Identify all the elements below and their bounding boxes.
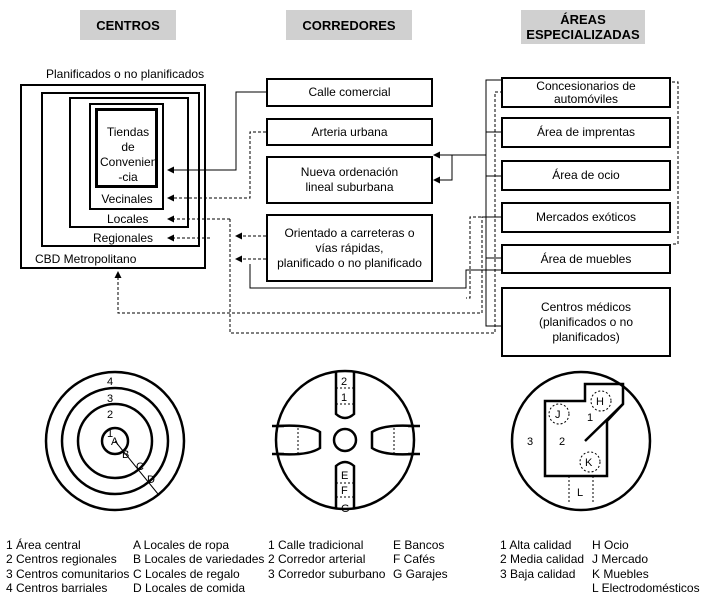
area-label-k: K <box>585 457 593 469</box>
legend-item: D Locales de comida <box>133 580 246 595</box>
legend-item: J Mercado <box>592 552 649 567</box>
legend-item: 1 Alta calidad <box>500 538 572 552</box>
legend-item: H Ocio <box>592 538 629 552</box>
header-areas-especializadas: ÁREAS ESPECIALIZADAS <box>521 10 645 44</box>
corredor-orientado-carreteras: Orientado a carreteras o vías rápidas, p… <box>266 214 433 282</box>
area-muebles: Área de muebles <box>501 244 671 274</box>
area-imprentas: Área de imprentas <box>501 117 671 148</box>
sector-label-b: B <box>122 449 129 461</box>
legend-item: 2 Media calidad <box>500 552 585 567</box>
corridor-label-2: 2 <box>341 376 347 388</box>
legend-item: 1 Área central <box>6 538 81 552</box>
corredor-calle-comercial: Calle comercial <box>266 78 433 107</box>
area-concesionarios: Concesionarios de automóviles <box>501 77 671 108</box>
link-concesionarios <box>672 81 679 245</box>
ring-label-1: 1 <box>107 428 113 440</box>
header-centros: CENTROS <box>80 10 176 40</box>
ring-label-2: 2 <box>107 409 113 421</box>
legend-item: 4 Centros barriales <box>6 580 108 595</box>
area-label-j: J <box>555 409 561 421</box>
diagram-concentric-centers: 1 2 3 4 A B C D <box>44 370 186 512</box>
corridor-label-1: 1 <box>341 392 347 404</box>
legend-item: L Electrodomésticos <box>592 580 700 595</box>
legend-areas-quality: 1 Alta calidad 2 Media calidad 3 Baja ca… <box>500 538 584 581</box>
link-calle-tiendas <box>167 91 266 174</box>
legend-item: A Locales de ropa <box>133 538 230 552</box>
sector-label-c: C <box>136 461 144 473</box>
legend-item: 3 Centros comunitarios <box>6 566 130 581</box>
legend-item: 1 Calle tradicional <box>268 538 364 552</box>
centro-vecinales-box <box>89 103 164 210</box>
centro-regionales-box <box>41 92 200 247</box>
area-label-h: H <box>596 396 604 408</box>
corredor-arteria-urbana: Arteria urbana <box>266 118 433 146</box>
link-arteria-vecinales <box>167 131 266 202</box>
legend-item: F Cafés <box>393 552 436 567</box>
legend-corridors-types: 1 Calle tradicional 2 Corredor arterial … <box>268 538 385 581</box>
centro-cbd-label: CBD Metropolitano <box>35 252 137 266</box>
area-label-l: L <box>577 487 583 499</box>
centro-locales-label: Locales <box>107 212 149 226</box>
area-centros-medicos: Centros médicos (planificados o no plani… <box>501 287 671 357</box>
centros-caption: Planificados o no planificados <box>46 67 205 81</box>
centro-regionales-label: Regionales <box>93 231 154 245</box>
centro-tiendas-box <box>95 108 158 188</box>
legend-item: 2 Corredor arterial <box>268 552 366 567</box>
header-corredores: CORREDORES <box>286 10 412 40</box>
legend-corridors-uses: E Bancos F Cafés G Garajes <box>393 538 448 581</box>
corridor-label-f: F <box>341 485 348 497</box>
area-label-1: 1 <box>587 412 593 424</box>
ring-label-4: 4 <box>107 376 113 388</box>
link-muebles <box>249 264 501 289</box>
link-areas-nueva <box>433 154 486 184</box>
legend-item: C Locales de regalo <box>133 566 240 581</box>
diagram-specialized-areas: J H 1 2 3 K L <box>510 370 652 512</box>
legend-item: 2 Centros regionales <box>6 552 117 567</box>
centro-cbd-box <box>20 84 206 269</box>
diagram-corridors: 2 1 E F G <box>272 369 420 515</box>
legend-item: K Muebles <box>592 566 649 581</box>
legend-centers-rings: 1 Área central 2 Centros regionales 3 Ce… <box>6 538 129 595</box>
ring-label-3: 3 <box>107 393 113 405</box>
legend-item: E Bancos <box>393 538 445 552</box>
corridor-label-e: E <box>341 470 348 482</box>
centro-vecinales-label: Vecinales <box>101 192 153 206</box>
area-label-2: 2 <box>559 436 565 448</box>
area-label-3: 3 <box>527 436 533 448</box>
spine-right <box>485 79 501 327</box>
area-mercados-exoticos: Mercados exóticos <box>501 202 671 233</box>
link-mercados <box>466 216 501 299</box>
legend-item: 3 Corredor suburbano <box>268 566 386 581</box>
corridor-label-g: G <box>341 503 350 515</box>
sector-label-a: A <box>111 436 119 448</box>
legend-item: G Garajes <box>393 566 448 581</box>
legend-areas-uses: H Ocio J Mercado K Muebles L Electrodomé… <box>592 538 700 595</box>
centro-tiendas-label: Tiendas de Convenien -cia <box>100 125 158 184</box>
legend-item: 3 Baja calidad <box>500 566 576 581</box>
area-ocio: Área de ocio <box>501 160 671 191</box>
sector-label-d: D <box>147 474 155 486</box>
legend-item: B Locales de variedades <box>133 552 265 567</box>
legend-centers-shops: A Locales de ropa B Locales de variedade… <box>133 538 264 595</box>
centro-locales-box <box>69 97 189 228</box>
corredor-nueva-ordenacion: Nueva ordenación lineal suburbana <box>266 156 433 204</box>
link-to-locales <box>229 91 501 334</box>
